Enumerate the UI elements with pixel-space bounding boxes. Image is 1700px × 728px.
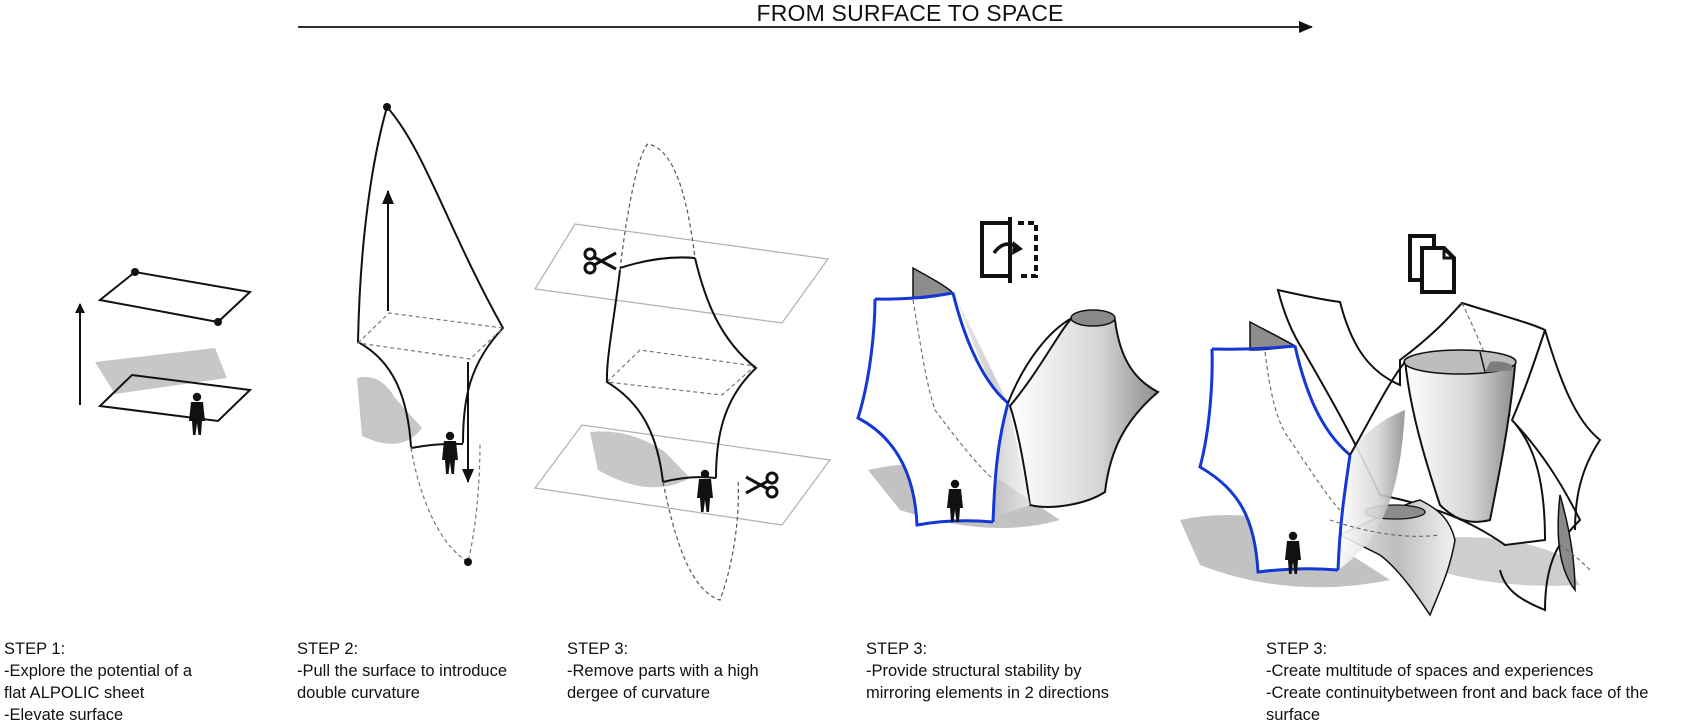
step4-caption: STEP 3: -Provide structural stability by… [866, 638, 1109, 704]
scissors-icon [745, 471, 779, 499]
step3-multitude-figure [1180, 234, 1602, 617]
step-line: -Create continuitybetween front and back… [1266, 684, 1649, 702]
step2-figure [356, 103, 505, 566]
step-line: dergee of curvature [567, 684, 711, 702]
step-line: -Elevate surface [4, 706, 124, 724]
step-heading: STEP 1: [4, 640, 66, 658]
scissors-icon [583, 247, 617, 275]
step1-figure [75, 268, 253, 435]
person-icon [442, 431, 458, 474]
step-line: -Create multitude of spaces and experien… [1266, 662, 1594, 680]
step2-caption: STEP 2: -Pull the surface to introduce d… [297, 638, 507, 704]
step-line: -Provide structural stability by [866, 662, 1082, 680]
step5-caption: STEP 3: -Create multitude of spaces and … [1266, 638, 1648, 726]
diagram-title: FROM SURFACE TO SPACE [756, 0, 1064, 26]
step-line: surface [1266, 706, 1321, 724]
step-line: double curvature [297, 684, 420, 702]
step-line: -Remove parts with a high [567, 662, 759, 680]
step-heading: STEP 3: [1266, 640, 1328, 658]
step-heading: STEP 3: [567, 640, 629, 658]
step3-caption: STEP 3: -Remove parts with a high dergee… [567, 638, 759, 704]
step-line: -Pull the surface to introduce [297, 662, 508, 680]
person-icon [189, 392, 205, 435]
step1-caption: STEP 1: -Explore the potential of a flat… [4, 638, 192, 726]
mirror-icon [980, 217, 1038, 283]
step3-mirror-figure [856, 217, 1160, 528]
step-heading: STEP 3: [866, 640, 928, 658]
step3-figure [533, 143, 832, 601]
step-line: flat ALPOLIC sheet [4, 684, 145, 702]
copy-icon [1408, 234, 1456, 294]
step-line: -Explore the potential of a [4, 662, 193, 680]
step-heading: STEP 2: [297, 640, 359, 658]
step-line: mirroring elements in 2 directions [866, 684, 1110, 702]
